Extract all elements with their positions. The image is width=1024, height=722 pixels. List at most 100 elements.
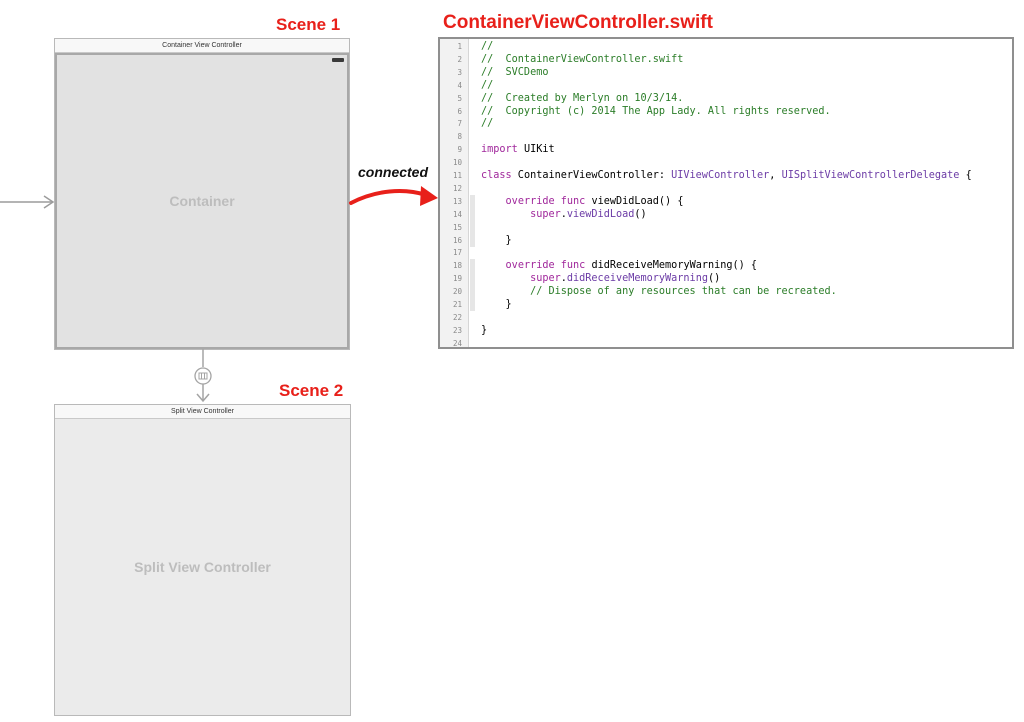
line-number-gutter [440, 39, 469, 347]
code-line[interactable]: 12 [440, 182, 1012, 195]
code-token: } [481, 299, 512, 310]
code-line[interactable]: 21 } [440, 298, 1012, 311]
line-number: 23 [452, 325, 462, 335]
fold-ribbon[interactable] [470, 285, 475, 299]
code-text: super.didReceiveMemoryWarning() [481, 272, 720, 285]
container-view[interactable]: Container [55, 53, 349, 349]
fold-ribbon[interactable] [470, 207, 475, 221]
code-line[interactable]: 1// [440, 40, 1012, 53]
line-number: 12 [452, 183, 462, 193]
code-line[interactable]: 19 super.didReceiveMemoryWarning() [440, 272, 1012, 286]
code-token [481, 260, 506, 271]
code-line[interactable]: 8 [440, 130, 1012, 143]
line-number: 19 [452, 274, 462, 284]
code-text: // [481, 117, 493, 130]
vc-title-bar: Container View Controller [55, 39, 349, 53]
code-line[interactable]: 6 // Copyright (c) 2014 The App Lady. All… [440, 105, 1012, 118]
code-token: } [481, 234, 512, 246]
code-token: // Copyright (c) 2014 The App Lady. All … [481, 105, 831, 117]
code-text: // Copyright (c) 2014 The App Lady. All … [481, 105, 831, 118]
code-line[interactable]: 7// [440, 117, 1012, 130]
code-line[interactable]: 11 class ContainerViewController: UIViewC… [440, 169, 1012, 182]
code-line[interactable]: 17 [440, 246, 1012, 259]
code-token: // ContainerViewController.swift [481, 53, 684, 65]
code-token: viewDidLoad() { [585, 195, 684, 207]
code-line[interactable]: 16 } [440, 233, 1012, 247]
code-token: () [634, 208, 647, 220]
code-token: UISplitViewControllerDelegate [781, 170, 960, 181]
segue-connector[interactable] [192, 349, 214, 403]
code-text: super.viewDidLoad() [481, 208, 647, 221]
line-number: 9 [457, 145, 462, 155]
code-line[interactable]: 22 [440, 311, 1012, 324]
vc-title: Container View Controller [162, 42, 242, 49]
code-line[interactable]: 9 import UIKit [440, 143, 1012, 156]
code-token: didReceiveMemoryWarning() { [585, 260, 758, 272]
entry-point-arrow-icon[interactable] [0, 193, 56, 211]
code-token: } [481, 324, 488, 336]
code-token: override [505, 195, 555, 207]
code-token: // SVCDemo [481, 66, 549, 78]
code-text: // [481, 40, 493, 53]
fold-ribbon[interactable] [470, 220, 475, 234]
code-line[interactable]: 18 override func didReceiveMemoryWarning… [440, 259, 1012, 273]
code-line[interactable]: 23} [440, 324, 1012, 337]
fold-ribbon[interactable] [470, 259, 475, 273]
split-view[interactable]: Split View Controller [55, 419, 350, 715]
code-token: // Created by Merlyn on 10/3/14. [481, 92, 684, 104]
code-token: . [560, 273, 567, 285]
scene2-heading: Scene 2 [279, 381, 344, 400]
line-number: 15 [452, 222, 462, 232]
code-line[interactable]: 5 // Created by Merlyn on 10/3/14. [440, 92, 1012, 105]
container-view-controller[interactable]: Container View Controller Container [54, 38, 350, 350]
code-text: import UIKit [481, 143, 555, 156]
code-text: override func didReceiveMemoryWarning() … [481, 259, 758, 272]
code-line[interactable]: 3// SVCDemo [440, 66, 1012, 79]
split-view-controller[interactable]: Split View Controller Split View Control… [54, 404, 351, 716]
code-text: // Dispose of any resources that can be … [481, 285, 837, 298]
fold-ribbon[interactable] [470, 272, 475, 286]
code-text: } [481, 298, 512, 311]
line-number: 21 [452, 300, 462, 309]
code-line[interactable]: 20 // Dispose of any resources that can … [440, 285, 1012, 299]
line-number: 11 [452, 171, 462, 180]
line-number: 13 [452, 196, 462, 206]
code-text: // [481, 79, 493, 92]
code-line[interactable]: 4 // [440, 79, 1012, 92]
code-line[interactable]: 13 override func viewDidLoad() { [440, 194, 1012, 208]
code-text: class ContainerViewController: UIViewCon… [481, 169, 972, 182]
code-token: super [530, 273, 561, 285]
code-text: } [481, 324, 487, 337]
line-number: 8 [457, 132, 462, 142]
code-token: override [505, 260, 555, 272]
code-token: class [481, 170, 512, 181]
split-view-label: Split View Controller [134, 559, 271, 575]
line-number: 6 [457, 106, 462, 116]
line-number: 22 [452, 312, 462, 322]
code-token: // Dispose of any resources that can be … [481, 286, 837, 298]
fold-ribbon[interactable] [470, 233, 475, 247]
fold-ribbon[interactable] [470, 194, 475, 208]
code-token: UIKit [517, 144, 555, 156]
code-line[interactable]: 24 [440, 337, 1012, 348]
line-number: 20 [452, 287, 462, 297]
fold-ribbon[interactable] [470, 298, 475, 311]
code-text: // SVCDemo [481, 66, 548, 79]
code-line[interactable]: 2// ContainerViewController.swift [440, 53, 1012, 66]
line-number: 5 [457, 93, 462, 103]
code-text: // Created by Merlyn on 10/3/14. [481, 92, 683, 105]
line-number: 4 [457, 80, 462, 90]
code-line[interactable]: 14 super.viewDidLoad() [440, 207, 1012, 221]
code-token: () [707, 273, 721, 285]
line-number: 24 [452, 338, 462, 348]
code-token: { [959, 170, 972, 181]
code-line[interactable]: 15 [440, 220, 1012, 234]
code-token: viewDidLoad [566, 208, 635, 220]
code-line[interactable]: 10 [440, 156, 1012, 169]
scene1-heading: Scene 1 [276, 15, 341, 34]
battery-icon [332, 58, 344, 62]
line-number: 10 [452, 158, 462, 168]
red-curved-arrow-icon [349, 186, 438, 206]
code-token: // [481, 118, 494, 130]
